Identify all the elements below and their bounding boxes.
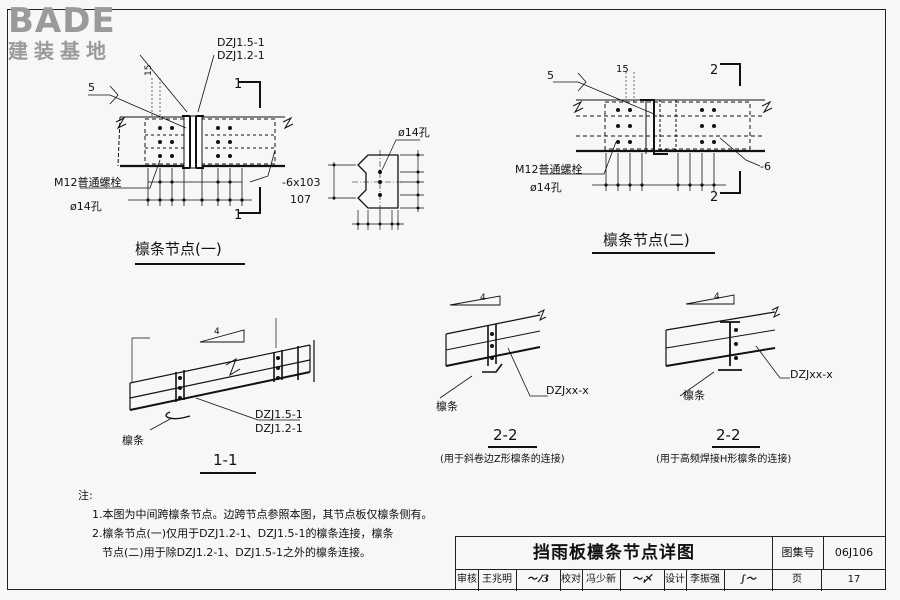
plate-hole-label: ø14孔 bbox=[398, 126, 430, 139]
design-label: 设计 bbox=[664, 569, 687, 591]
node2-caption: 檩条节点(二) bbox=[603, 231, 690, 249]
purlin-node-1 bbox=[80, 54, 294, 214]
sec1-purlin: 檩条 bbox=[122, 433, 144, 447]
sec2b-subcaption: (用于高频焊接H形檩条的连接) bbox=[656, 452, 791, 465]
drawing-title: 挡雨板檩条节点详图 bbox=[533, 543, 695, 563]
check-label: 校对 bbox=[560, 569, 583, 591]
section-1-1 bbox=[129, 318, 315, 431]
sec1-code-b: DZJ1.2-1 bbox=[255, 422, 303, 435]
sec1-caption: 1-1 bbox=[213, 451, 238, 469]
section-2-2-a bbox=[439, 295, 548, 399]
sec2a-caption: 2-2 bbox=[493, 426, 518, 444]
node1-section-mark-top: 1 bbox=[234, 77, 242, 92]
node1-plate-label: -6x103 bbox=[282, 176, 320, 189]
node1-dim-15: 15 bbox=[144, 65, 154, 76]
notes-line-2: 2.檩条节点(一)仅用于DZJ1.2-1、DZJ1.5-1的檩条连接，檩条 bbox=[92, 527, 394, 540]
check-name: 冯少新 bbox=[582, 569, 621, 591]
node1-plate-len: 107 bbox=[290, 193, 311, 206]
sec2b-slope: 4 bbox=[714, 292, 720, 302]
notes-line-3: 节点(二)用于除DZJ1.2-1、DZJ1.5-1之外的檩条连接。 bbox=[102, 546, 372, 559]
sec1-code-a: DZJ1.5-1 bbox=[255, 408, 303, 421]
design-name: 李振强 bbox=[686, 569, 725, 591]
title-block: 挡雨板檩条节点详图 图集号 06J106 审核 王兆明 〜ﾉ3 校对 冯少新 〜… bbox=[455, 536, 886, 591]
node2-hole-label: ø14孔 bbox=[530, 181, 562, 194]
node2-dim-15: 15 bbox=[616, 64, 629, 75]
notes-head: 注: bbox=[78, 489, 93, 502]
sec2a-subcaption: (用于斜卷边Z形檩条的连接) bbox=[440, 452, 565, 465]
sec2b-member: DZJxx-x bbox=[790, 368, 833, 381]
notes: 注: 1.本图为中间跨檩条节点。边跨节点参照本图，其节点板仅檩条侧有。 2.檩条… bbox=[78, 486, 458, 562]
notes-line-1: 1.本图为中间跨檩条节点。边跨节点参照本图，其节点板仅檩条侧有。 bbox=[92, 508, 433, 521]
node1-section-mark-bottom: 1 bbox=[234, 208, 242, 223]
purlin-node-2 bbox=[540, 63, 773, 194]
node2-dim-5: 5 bbox=[547, 69, 554, 82]
sec2a-slope: 4 bbox=[480, 293, 486, 303]
node2-bolt-label: M12普通螺栓 bbox=[515, 162, 583, 176]
node1-bolt-label: M12普通螺栓 bbox=[54, 175, 122, 189]
node2-plate-label: -6 bbox=[760, 160, 771, 173]
check-signature: 〜〆 bbox=[620, 569, 665, 591]
plate-detail bbox=[328, 139, 424, 230]
node1-hole-label: ø14孔 bbox=[70, 200, 102, 213]
node1-dim-5: 5 bbox=[88, 81, 95, 94]
sec1-slope: 4 bbox=[214, 327, 220, 337]
node1-code-b: DZJ1.2-1 bbox=[217, 49, 265, 62]
atlas-label: 图集号 bbox=[772, 537, 824, 569]
design-signature: ∫〜 bbox=[724, 569, 773, 591]
logo-brand: BADE bbox=[8, 1, 116, 41]
node2-section-mark-bottom: 2 bbox=[710, 190, 718, 205]
node1-caption: 檩条节点(一) bbox=[135, 240, 222, 258]
node2-section-mark-top: 2 bbox=[710, 63, 718, 78]
page-number: 17 bbox=[847, 574, 861, 585]
page-label: 页 bbox=[772, 569, 822, 591]
review-label: 审核 bbox=[456, 569, 479, 591]
sec2b-caption: 2-2 bbox=[716, 426, 741, 444]
atlas-number: 06J106 bbox=[834, 546, 874, 559]
node1-code-a: DZJ1.5-1 bbox=[217, 36, 265, 49]
review-name: 王兆明 bbox=[478, 569, 517, 591]
logo-cn: 建装基地 bbox=[8, 39, 112, 63]
section-2-2-b bbox=[665, 294, 790, 397]
sec2a-purlin: 檩条 bbox=[436, 399, 458, 413]
sec2a-member: DZJxx-x bbox=[546, 384, 589, 397]
drawing-frame bbox=[7, 9, 886, 590]
brand-logo: BADE 建装基地 bbox=[8, 3, 148, 63]
sec2b-purlin: 檩条 bbox=[683, 388, 705, 402]
review-signature: 〜ﾉ3 bbox=[516, 569, 561, 591]
